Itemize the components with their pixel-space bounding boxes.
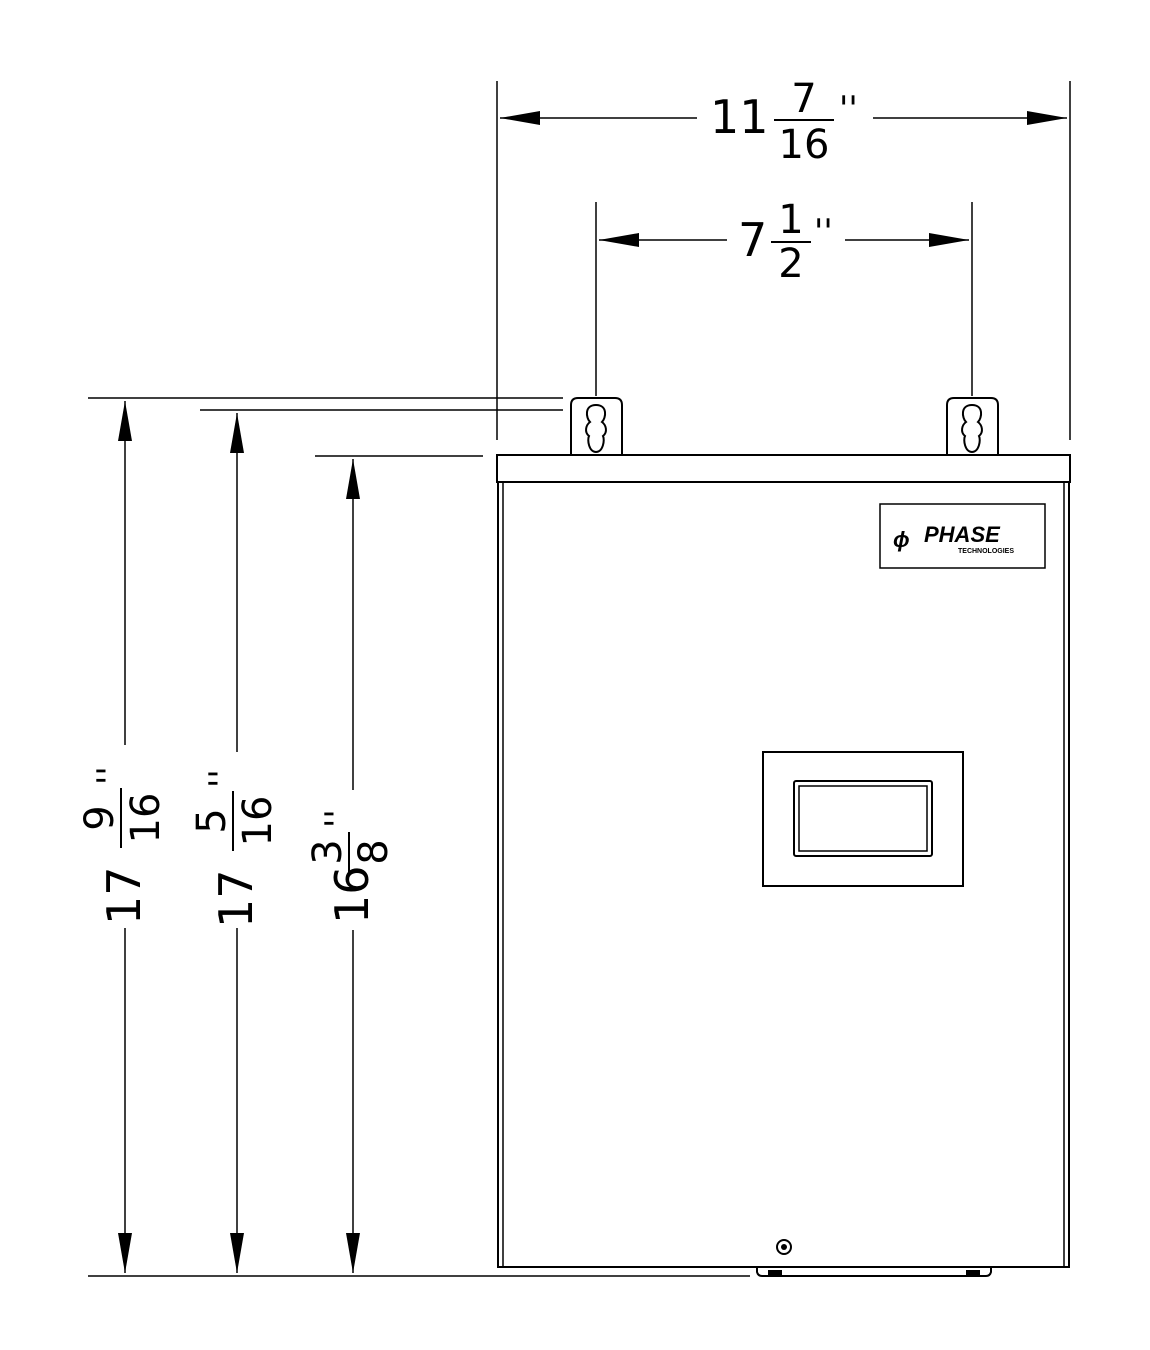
dim-height-whole: 17 — [97, 866, 151, 925]
dim-body-unit: '' — [318, 809, 358, 828]
dim-height-unit: '' — [90, 766, 130, 785]
dim-slot-height: 17 5 16 '' — [189, 413, 281, 1273]
dim-slot-numerator: 5 — [189, 808, 235, 833]
dim-height-numerator: 9 — [77, 805, 123, 830]
dim-overall-height: 17 9 16 '' — [77, 401, 169, 1273]
dim-body-numerator: 3 — [305, 839, 351, 864]
dim-width-unit: '' — [839, 89, 858, 129]
dim-slot-denominator: 16 — [235, 796, 281, 847]
dim-body-whole: 16 — [325, 865, 379, 924]
phi-logo-icon: ϕ — [893, 527, 910, 552]
keyhole-slot-icon — [585, 403, 607, 454]
dim-slot-whole: 17 — [209, 869, 263, 928]
dim-mount-spacing: 7 1 2 '' — [595, 197, 973, 396]
dim-overall-width: 11 7 16 '' — [496, 76, 1071, 440]
enclosure-body — [497, 481, 1070, 1268]
display-window — [762, 751, 964, 887]
logo-subtitle: TECHNOLOGIES — [958, 548, 1014, 555]
dim-vertical-extension-lines — [88, 397, 750, 1277]
dim-slot-unit: '' — [202, 769, 242, 788]
enclosure — [496, 454, 1071, 1277]
logo-plate: ϕ PHASE TECHNOLOGIES — [879, 503, 1046, 569]
mount-tab-left — [570, 397, 623, 455]
dim-width-numerator: 7 — [791, 76, 816, 122]
dim-spacing-numerator: 1 — [778, 197, 803, 243]
dim-spacing-unit: '' — [814, 212, 833, 252]
keyhole-slot-icon — [961, 403, 983, 454]
dim-spacing-whole: 7 — [738, 213, 767, 267]
dim-spacing-denominator: 2 — [778, 241, 803, 287]
dim-width-denominator: 16 — [779, 122, 830, 168]
dim-body-height: 16 3 8 '' — [305, 459, 397, 1273]
dim-height-denominator: 16 — [123, 793, 169, 844]
bottom-foot — [756, 1267, 992, 1277]
mount-tab-right — [946, 397, 999, 455]
logo-name: PHASE — [924, 522, 1001, 547]
top-cap — [496, 454, 1071, 483]
screw-icon — [776, 1239, 792, 1255]
dim-body-denominator: 8 — [351, 839, 397, 864]
dim-width-whole: 11 — [710, 90, 769, 144]
